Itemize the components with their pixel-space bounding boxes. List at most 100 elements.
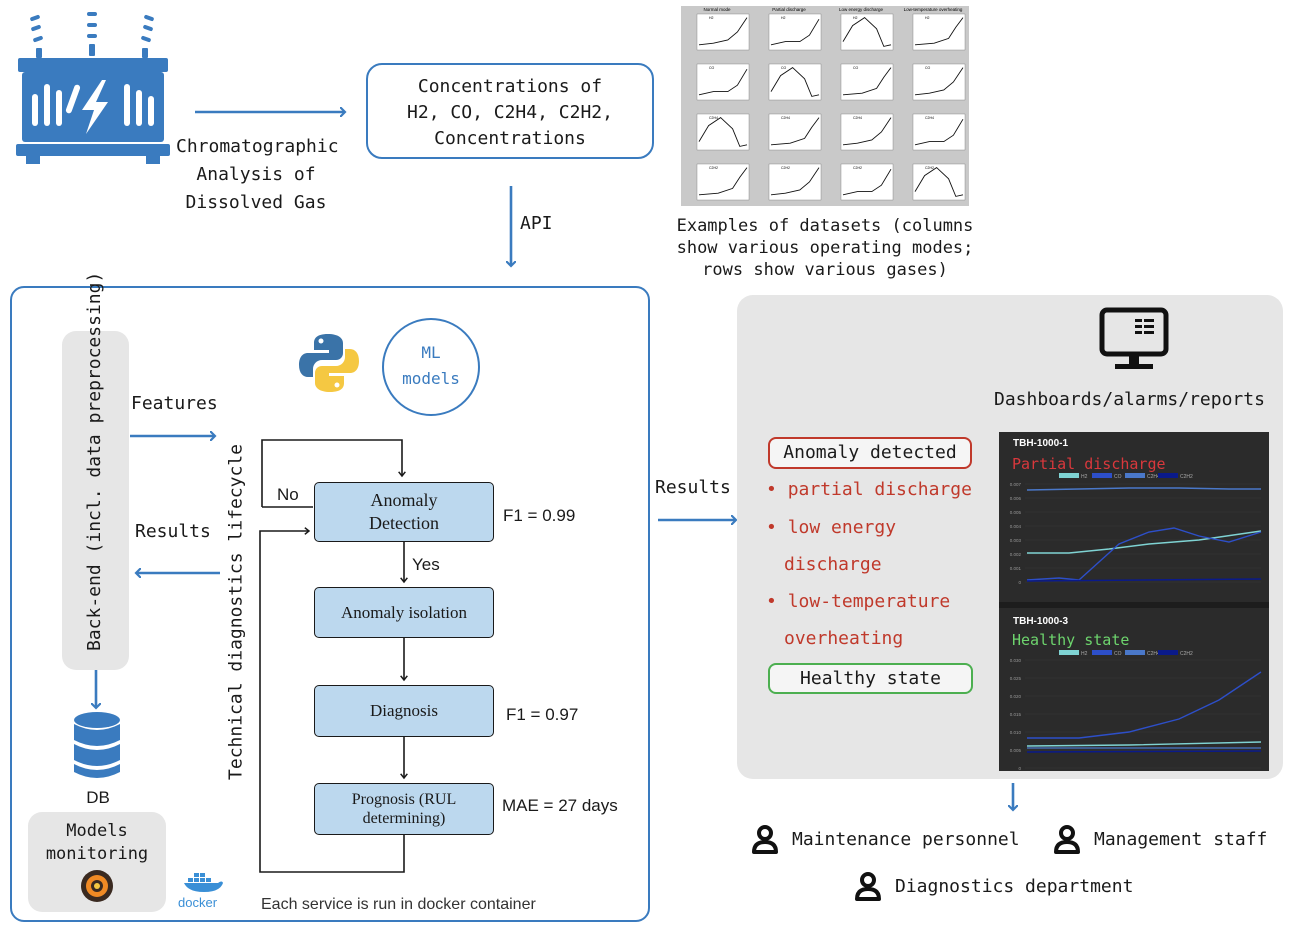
dataset-row-label: C2H4 bbox=[853, 116, 862, 120]
legend-swatch bbox=[1158, 650, 1178, 655]
docker-footer: Each service is run in docker container bbox=[261, 896, 536, 913]
dataset-row-label: C2H4 bbox=[925, 116, 934, 120]
dataset-curve bbox=[842, 17, 892, 47]
legend-label: C2H4 bbox=[1147, 651, 1160, 657]
dataset-row-label: CO bbox=[709, 66, 715, 70]
screen-divider bbox=[999, 602, 1269, 608]
y-tick-label: 0 bbox=[1018, 580, 1021, 585]
dataset-thumbnail bbox=[768, 13, 822, 51]
legend-label: C2H4 bbox=[1147, 474, 1160, 480]
user-icon bbox=[1054, 825, 1080, 854]
monitoring-line2: monitoring bbox=[45, 844, 149, 864]
legend-label: H2 bbox=[1081, 651, 1088, 657]
dataset-curve bbox=[698, 17, 748, 46]
mae-prognosis: MAE = 27 days bbox=[502, 796, 618, 815]
series-line bbox=[1026, 750, 1262, 753]
dataset-row-label: H2 bbox=[709, 16, 714, 20]
legend-swatch bbox=[1158, 473, 1178, 478]
anomaly-isolation-label: Anomaly isolation bbox=[340, 602, 468, 622]
source-label-line1: Chromatographic bbox=[176, 136, 339, 157]
results-back-label: Results bbox=[135, 521, 211, 542]
y-tick-label: 0.010 bbox=[1010, 730, 1022, 735]
legend-label: CO bbox=[1114, 474, 1122, 480]
dataset-curve bbox=[914, 118, 964, 146]
y-tick-label: 0.001 bbox=[1010, 566, 1022, 571]
y-tick-label: 0 bbox=[1018, 766, 1021, 771]
dataset-curve bbox=[914, 167, 964, 197]
yes-label: Yes bbox=[412, 555, 440, 574]
user-maintenance-label: Maintenance personnel bbox=[792, 828, 1020, 850]
ml-models-circle: ML models bbox=[382, 318, 480, 416]
series-line bbox=[1026, 487, 1261, 491]
source-label-line3: Dissolved Gas bbox=[185, 192, 327, 213]
dataset-curve bbox=[698, 167, 748, 196]
dataset-column-title: Normal mode bbox=[703, 7, 731, 12]
legend-swatch bbox=[1059, 650, 1079, 655]
diagnosis-label: Diagnosis bbox=[370, 701, 438, 720]
legend-swatch bbox=[1125, 473, 1145, 478]
datasets-caption-line3: rows show various gases) bbox=[702, 260, 948, 280]
dataset-row-label: CO bbox=[781, 66, 787, 70]
result-item-2: • low energy bbox=[766, 517, 896, 538]
concentrations-box: Concentrations of H2, CO, C2H4, C2H2, Co… bbox=[366, 63, 654, 159]
datasets-caption: Examples of datasets (columns show vario… bbox=[655, 215, 995, 281]
concentrations-line1: Concentrations of bbox=[417, 76, 603, 97]
dataset-row-label: C2H2 bbox=[709, 166, 718, 170]
bullet-3: • bbox=[766, 591, 777, 612]
lifecycle-label: Technical diagnostics lifecycle bbox=[225, 444, 247, 780]
datasets-caption-line2: show various operating modes; bbox=[676, 238, 974, 258]
user-icon bbox=[855, 872, 881, 901]
dashboard-screens: TBH-1000-1 Partial discharge TBH-1000-3 … bbox=[999, 432, 1269, 771]
api-label: API bbox=[520, 213, 553, 234]
dataset-thumbnail bbox=[696, 63, 750, 101]
dataset-thumbnail bbox=[840, 163, 894, 201]
grafana-icon bbox=[81, 870, 113, 902]
database-icon bbox=[74, 712, 120, 778]
docker-label: docker bbox=[178, 895, 218, 910]
dataset-column-title: Low energy discharge bbox=[839, 7, 884, 12]
f1-diagnosis: F1 = 0.97 bbox=[506, 705, 579, 724]
dataset-curve bbox=[698, 68, 748, 96]
transformer-icon bbox=[16, 12, 170, 164]
result-item-3-text: low-temperature bbox=[787, 591, 951, 612]
dataset-row-label: C2H2 bbox=[853, 166, 862, 170]
legend-swatch bbox=[1092, 473, 1112, 478]
no-label: No bbox=[277, 485, 299, 504]
series-line bbox=[1026, 741, 1262, 747]
monitor-icon bbox=[1099, 307, 1169, 369]
y-tick-label: 0.030 bbox=[1010, 658, 1022, 663]
legend-label: CO bbox=[1114, 651, 1122, 657]
result-item-1: • partial discharge bbox=[766, 479, 972, 500]
legend-swatch bbox=[1092, 650, 1112, 655]
dataset-curve bbox=[914, 17, 964, 46]
result-item-3: • low-temperature bbox=[766, 591, 950, 612]
dataset-row-label: C2H4 bbox=[781, 116, 790, 120]
dataset-column-title: Low-temperature overheating bbox=[904, 7, 963, 12]
dataset-curve bbox=[842, 168, 892, 196]
dataset-row-label: CO bbox=[853, 66, 859, 70]
prognosis-line1: Prognosis (RUL bbox=[351, 791, 457, 808]
series-line bbox=[1026, 527, 1262, 581]
user-icon bbox=[752, 825, 778, 854]
legend-swatch bbox=[1125, 650, 1145, 655]
y-tick-label: 0.020 bbox=[1010, 694, 1022, 699]
diagnosis-box: Diagnosis bbox=[314, 685, 494, 737]
source-label-line2: Analysis of bbox=[196, 164, 316, 185]
y-tick-label: 0.005 bbox=[1010, 510, 1022, 515]
dataset-curve bbox=[698, 117, 748, 147]
features-label: Features bbox=[131, 393, 218, 414]
dataset-thumbnail bbox=[912, 113, 966, 151]
result-item-2-text: low energy bbox=[787, 517, 897, 538]
dataset-column-title: Partial discharge bbox=[772, 7, 806, 12]
dataset-curve bbox=[770, 67, 820, 97]
panel2-state: Healthy state bbox=[1012, 631, 1130, 649]
y-tick-label: 0.015 bbox=[1010, 712, 1022, 717]
concentrations-line2: H2, CO, C2H4, C2H2, bbox=[407, 102, 613, 123]
dataset-curve bbox=[914, 67, 964, 96]
y-tick-label: 0.002 bbox=[1010, 552, 1022, 557]
